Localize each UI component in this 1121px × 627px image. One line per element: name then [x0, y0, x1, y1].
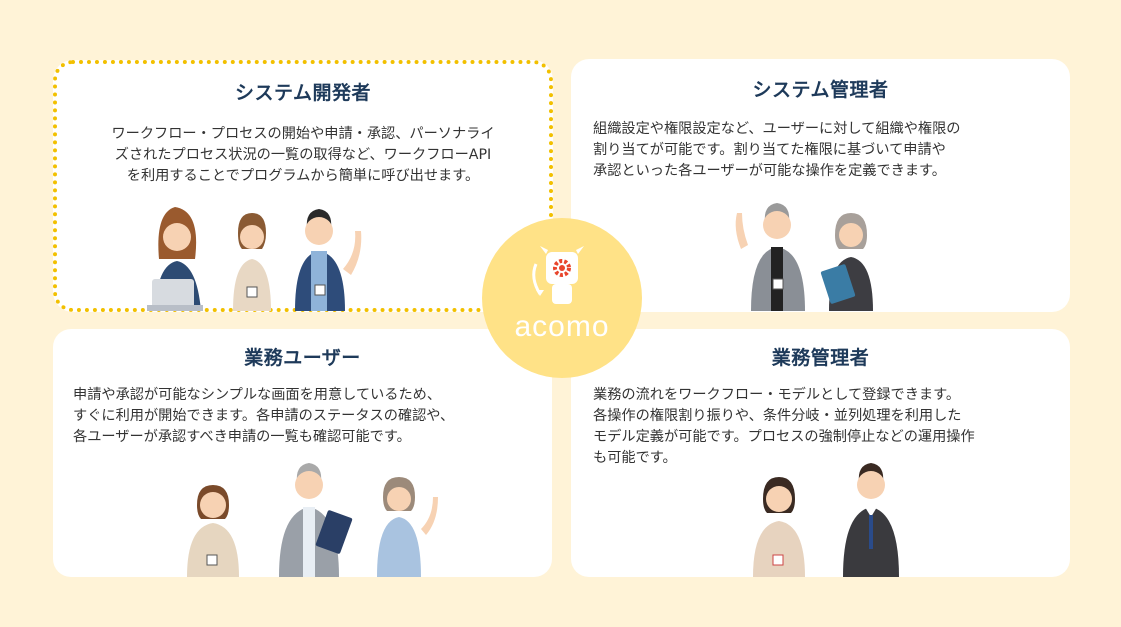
acomo-logo: acomo: [482, 218, 642, 378]
card-title: 業務管理者: [771, 347, 870, 369]
person-man-gray-suit: [735, 203, 805, 311]
person-woman-pointing: [377, 477, 438, 577]
card-description: 業務の流れをワークフロー・モデルとして登録できます。 各操作の権限割り振りや、条…: [593, 387, 975, 466]
card-system-admin: システム管理者 組織設定や権限設定など、ユーザーに対して組織や権限の 割り当てが…: [571, 59, 1070, 312]
person-man-pointing: [295, 209, 362, 311]
card-description: ワークフロー・プロセスの開始や申請・承認、パーソナライ ズされたプロセス状況の一…: [111, 126, 495, 184]
person-man-dark-suit: [843, 463, 899, 577]
person-woman-laptop: [147, 207, 203, 311]
person-woman-beige: [753, 477, 805, 577]
person-man-book: [279, 463, 353, 577]
card-business-manager: 業務管理者 業務の流れをワークフロー・モデルとして登録できます。 各操作の権限割…: [571, 329, 1070, 577]
card-system-developer: システム開発者 ワークフロー・プロセスの開始や申請・承認、パーソナライ ズされた…: [53, 60, 553, 312]
person-woman-folder: [820, 213, 873, 311]
card-title: システム管理者: [752, 79, 889, 101]
robot-mascot-icon: [532, 246, 584, 304]
user-people-illustration: [187, 463, 438, 577]
card-title: システム開発者: [235, 82, 371, 104]
developer-people-illustration: [147, 207, 362, 311]
logo-text: acomo: [514, 310, 610, 343]
card-description: 申請や承認が可能なシンプルな画面を用意しているため、 すぐに利用が開始できます。…: [73, 387, 455, 445]
person-woman-badge: [233, 213, 271, 311]
card-business-user: 業務ユーザー 申請や承認が可能なシンプルな画面を用意しているため、 すぐに利用が…: [53, 329, 552, 577]
card-description: 組織設定や権限設定など、ユーザーに対して組織や権限の 割り当てが可能です。割り当…: [593, 121, 961, 179]
manager-people-illustration: [753, 463, 899, 577]
admin-people-illustration: [735, 203, 873, 311]
person-woman-glasses: [187, 485, 239, 577]
card-title: 業務ユーザー: [244, 347, 361, 369]
